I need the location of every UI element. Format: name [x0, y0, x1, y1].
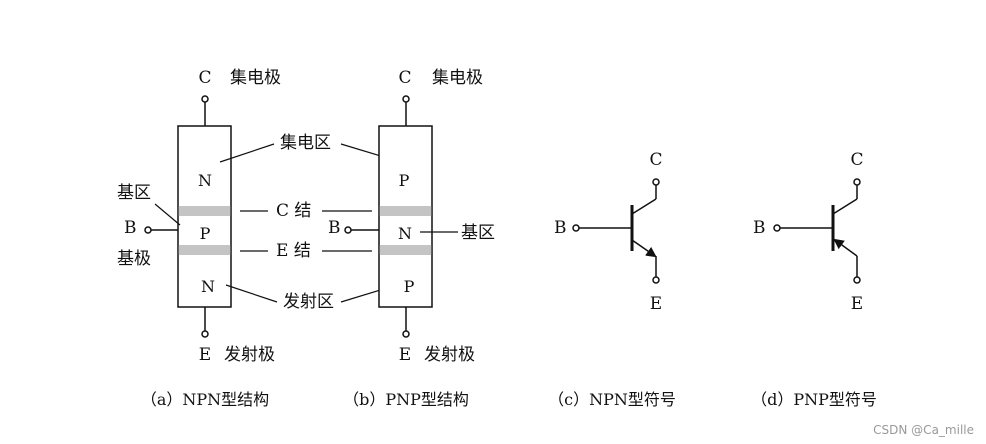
pnp-collector-terminal-dot [402, 95, 410, 103]
npn-base-terminal-dot [144, 226, 152, 234]
pnp-symbol-caption: （d）PNP型符号 [751, 390, 877, 409]
pnp-symbol-collector-diagonal [832, 198, 858, 215]
pnp-base-terminal-dot [344, 226, 352, 234]
npn-symbol-base-label: B [554, 218, 567, 238]
pnp-collector-terminal-label: C [398, 68, 411, 88]
npn-symbol-collector-label: C [649, 150, 662, 170]
pnp-top-layer-label: P [399, 171, 410, 190]
pnp-symbol: C B E （d）PNP型符号 [751, 150, 877, 409]
npn-base-region-leader [154, 203, 181, 226]
npn-base-name-label: 基极 [117, 249, 151, 269]
e-junction-label: E 结 [276, 241, 311, 261]
pnp-middle-layer-label: N [398, 224, 412, 243]
npn-bottom-layer-label: N [201, 277, 215, 296]
npn-structure: C 集电极 N P N 基区 B 基极 E 发射极 （a）NPN型结构 [117, 68, 281, 409]
pnp-symbol-emitter-dot [853, 276, 861, 284]
pnp-symbol-collector-dot [853, 178, 861, 186]
npn-structure-caption: （a）NPN型结构 [141, 390, 269, 409]
collector-region-leader-left [219, 143, 275, 163]
shared-region-labels: 集电区 C 结 E 结 发射区 [219, 133, 395, 312]
pnp-symbol-base-dot [773, 224, 781, 232]
npn-middle-layer-label: P [200, 224, 211, 243]
collector-region-label: 集电区 [280, 133, 331, 153]
emitter-region-leader-left [225, 284, 278, 303]
npn-collector-terminal-label: C [198, 68, 211, 88]
pnp-c-junction [379, 206, 432, 216]
emitter-region-label: 发射区 [283, 292, 334, 312]
c-junction-label: C 结 [276, 201, 311, 221]
npn-top-layer-label: N [198, 171, 212, 190]
npn-emitter-terminal-label: E [199, 345, 211, 365]
pnp-symbol-collector-label: C [850, 150, 863, 170]
npn-symbol-collector-diagonal [631, 198, 657, 215]
pnp-emitter-name-label: 发射极 [424, 345, 475, 365]
npn-base-terminal-label: B [124, 218, 137, 238]
npn-symbol: C B E （c）NPN型符号 [548, 150, 676, 409]
npn-c-junction [178, 206, 231, 216]
pnp-base-region-label: 基区 [461, 223, 495, 243]
npn-symbol-collector-dot [652, 178, 660, 186]
pnp-collector-name-label: 集电极 [432, 68, 483, 88]
npn-symbol-emitter-dot [652, 276, 660, 284]
npn-emitter-terminal-dot [201, 330, 209, 338]
pnp-bottom-layer-label: P [404, 277, 415, 296]
pnp-emitter-terminal-dot [402, 330, 410, 338]
npn-collector-name-label: 集电极 [230, 68, 281, 88]
pnp-structure-caption: （b）PNP型结构 [343, 390, 469, 409]
pnp-base-terminal-label: B [328, 218, 341, 238]
npn-collector-terminal-dot [201, 95, 209, 103]
npn-symbol-base-dot [572, 224, 580, 232]
pnp-structure: C 集电极 P N P B 基区 E 发射极 （b）PNP型结构 [328, 68, 495, 409]
pnp-body [378, 125, 433, 308]
npn-symbol-caption: （c）NPN型符号 [548, 390, 676, 409]
npn-e-junction [178, 245, 231, 255]
pnp-symbol-base-label: B [753, 218, 766, 238]
watermark: CSDN @Ca_mille [873, 423, 974, 437]
pnp-e-junction [379, 245, 432, 255]
npn-base-region-label: 基区 [117, 183, 151, 203]
pnp-emitter-terminal-label: E [399, 345, 411, 365]
pnp-symbol-emitter-label: E [851, 294, 863, 314]
npn-symbol-emitter-arrow [631, 239, 657, 258]
npn-emitter-name-label: 发射极 [224, 345, 275, 365]
npn-symbol-emitter-label: E [650, 294, 662, 314]
pnp-symbol-emitter-arrow [833, 238, 858, 257]
